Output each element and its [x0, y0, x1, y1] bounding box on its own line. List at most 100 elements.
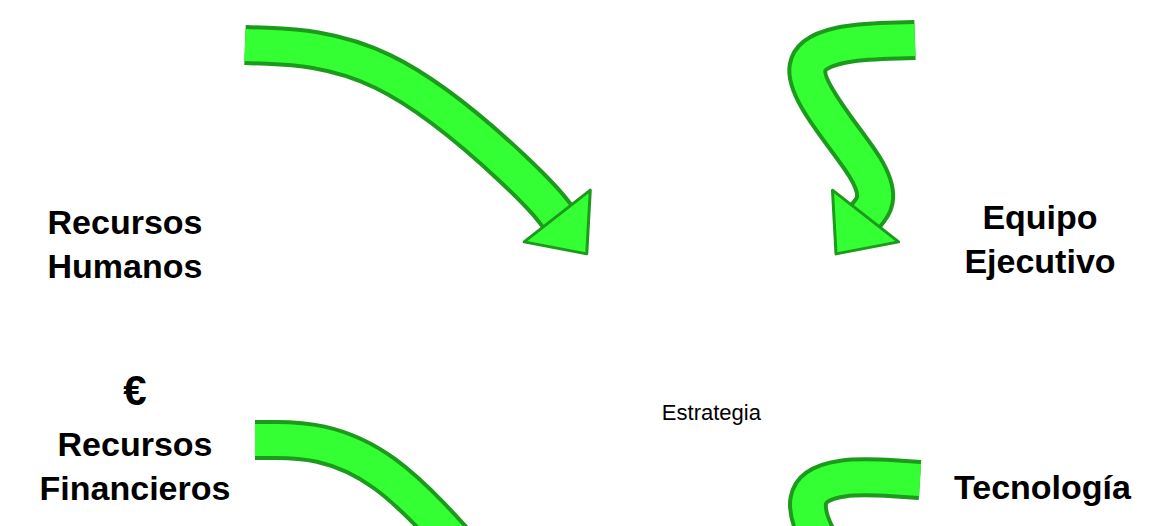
engine-clipart	[1123, 355, 1155, 418]
engine-clipart	[1134, 376, 1145, 397]
flow-arrow	[245, 45, 590, 254]
people-clipart	[171, 31, 199, 44]
people-clipart	[154, 68, 222, 188]
ring-outline	[395, 97, 1028, 526]
people-clipart	[109, 22, 141, 54]
people-clipart	[52, 66, 58, 100]
meeting-clipart	[1026, 30, 1066, 80]
people-clipart	[26, 64, 90, 188]
meeting-clipart	[1003, 50, 1024, 62]
engine-clipart	[1003, 379, 1087, 422]
people-clipart	[115, 35, 123, 40]
arrow-edge	[255, 440, 557, 526]
meeting-clipart	[1102, 94, 1123, 106]
resource-label: Equipo Ejecutivo	[915, 0, 1165, 283]
engine-clipart	[1108, 355, 1118, 426]
people-clipart	[166, 26, 204, 66]
currency-symbol: €	[15, 368, 255, 414]
meeting-clipart	[1128, 66, 1148, 86]
meeting-clipart	[1124, 86, 1152, 118]
meeting-clipart	[940, 102, 984, 140]
resource-name: Tecnología	[920, 465, 1165, 509]
engine-clipart	[942, 377, 975, 448]
people-clipart	[56, 140, 58, 188]
people-clipart	[96, 58, 158, 186]
engine-clipart	[1090, 357, 1100, 428]
meeting-clipart	[1035, 6, 1057, 16]
engine-clipart	[966, 355, 1119, 446]
meeting-clipart	[1035, 7, 1057, 29]
meeting-clipart	[956, 86, 976, 106]
flow-arrow	[808, 477, 920, 526]
engine-clipart	[996, 362, 1094, 438]
people-clipart	[109, 22, 141, 36]
meeting-clipart	[956, 84, 976, 94]
arrow-edge	[245, 45, 557, 216]
engine-clipart	[1019, 367, 1029, 438]
meeting-clipart	[945, 100, 971, 142]
people-clipart	[109, 113, 127, 131]
meeting-clipart	[1040, 30, 1052, 52]
flow-arrow	[807, 40, 915, 254]
people-clipart	[26, 22, 222, 188]
strategy-ring: Estrategia	[395, 97, 1028, 526]
arrow-body	[807, 40, 915, 216]
engine-clipart	[966, 375, 976, 446]
ring-outer	[396, 98, 1027, 526]
meeting-clipart	[1130, 80, 1154, 120]
resource-label: € Recursos Financieros	[15, 368, 255, 511]
arrow-head	[524, 190, 590, 254]
people-clipart	[39, 28, 71, 60]
engine-clipart	[1055, 362, 1065, 433]
arrow-body	[255, 440, 557, 526]
resource-name: Recursos Financieros	[15, 422, 255, 510]
meeting-clipart	[1128, 64, 1148, 74]
people-clipart	[39, 26, 71, 42]
meeting-clipart	[1044, 32, 1048, 54]
people-clipart	[125, 130, 127, 186]
engine-clipart	[1073, 360, 1083, 431]
meeting-clipart	[978, 140, 984, 162]
meeting-clipart	[940, 88, 1160, 134]
flow-arrow	[255, 440, 590, 526]
meeting-clipart	[950, 106, 984, 142]
people-clipart	[78, 78, 114, 122]
meeting-clipart	[1098, 116, 1132, 152]
people-clipart	[127, 35, 135, 40]
arrow-edge	[807, 40, 915, 216]
people-clipart	[176, 68, 194, 150]
ring-inner	[539, 241, 884, 526]
meeting-clipart	[1112, 160, 1116, 166]
meeting-clipart	[984, 118, 1160, 140]
engine-clipart	[954, 349, 1143, 449]
engine-clipart	[941, 338, 1166, 459]
people-clipart	[118, 58, 132, 92]
arrow-body	[808, 477, 920, 526]
meeting-clipart	[1096, 152, 1134, 160]
engine-clipart	[1001, 370, 1011, 441]
engine-clipart	[1037, 365, 1047, 436]
strategy-text: Estrategia	[662, 400, 761, 426]
resource-name: Equipo Ejecutivo	[915, 195, 1165, 283]
resource-label: Recursos Humanos	[5, 5, 245, 288]
people-clipart	[171, 34, 199, 62]
resource-label: Tecnología	[920, 335, 1165, 509]
meeting-clipart	[1003, 52, 1023, 72]
meeting-clipart	[948, 142, 978, 150]
meeting-clipart	[998, 72, 1030, 104]
engine-clipart	[1113, 338, 1165, 435]
people-clipart	[124, 84, 166, 122]
resource-name: Recursos Humanos	[5, 200, 245, 288]
meeting-clipart	[990, 60, 1014, 94]
people-clipart	[122, 60, 128, 94]
meeting-clipart	[1102, 96, 1122, 116]
engine-clipart	[984, 372, 994, 443]
arrow-body	[245, 45, 557, 216]
people-clipart	[47, 64, 63, 98]
meeting-clipart	[1018, 44, 1034, 64]
arrow-edge	[808, 477, 920, 526]
meeting-clipart	[940, 6, 1160, 166]
meeting-clipart	[1150, 124, 1156, 146]
arrow-head	[832, 190, 898, 254]
